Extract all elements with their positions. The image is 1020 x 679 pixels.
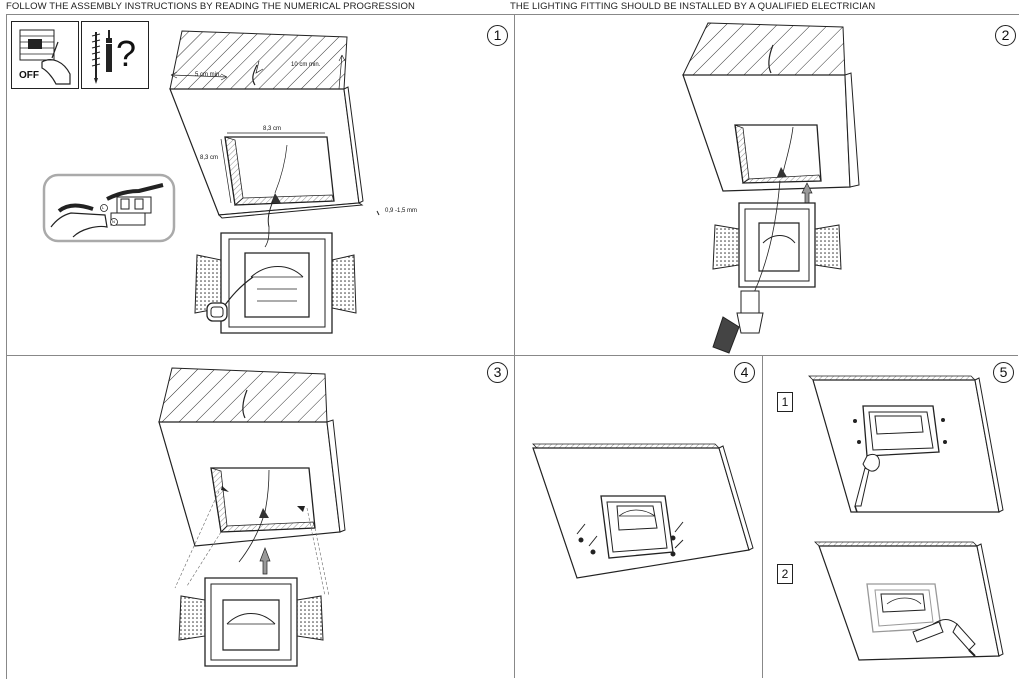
panel-step-4: 4 bbox=[515, 356, 762, 678]
divider-vertical-bottom bbox=[762, 355, 763, 678]
tools-question-icon: ? bbox=[81, 21, 149, 89]
step-5-illustration bbox=[808, 375, 1004, 661]
connector-label-n: N bbox=[112, 219, 115, 224]
page-header: FOLLOW THE ASSEMBLY INSTRUCTIONS BY READ… bbox=[0, 0, 1020, 14]
step-number-3: 3 bbox=[487, 362, 508, 383]
substep-2-box: 2 bbox=[777, 564, 793, 584]
power-off-icon: OFF bbox=[11, 21, 79, 89]
top-clearance-label: 10 cm min. bbox=[291, 62, 321, 68]
wire-section-label: 0,9 -1,5 mm bbox=[385, 208, 418, 214]
cutout-height-label: 8,3 cm bbox=[200, 155, 219, 161]
step-4-illustration bbox=[532, 443, 754, 579]
divider-vertical-main bbox=[514, 14, 515, 678]
step-1-illustration bbox=[42, 30, 380, 334]
side-clearance-label: 5 cm min. bbox=[195, 72, 222, 78]
connector-label-l: L bbox=[102, 205, 105, 210]
step-2-illustration bbox=[682, 22, 860, 354]
substep-1-box: 1 bbox=[777, 392, 793, 412]
electrician-warning-text: THE LIGHTING FITTING SHOULD BE INSTALLED… bbox=[510, 1, 876, 12]
step-number-5: 5 bbox=[993, 362, 1014, 383]
off-label: OFF bbox=[19, 70, 39, 81]
question-mark-text: ? bbox=[116, 33, 137, 74]
panel-step-1: 1 OFF ? bbox=[7, 15, 514, 355]
panel-step-3: 3 bbox=[7, 356, 514, 678]
instruction-grid bbox=[6, 14, 1019, 679]
step-3-illustration bbox=[158, 367, 346, 667]
assembly-instructions-text: FOLLOW THE ASSEMBLY INSTRUCTIONS BY READ… bbox=[6, 1, 415, 12]
cutout-width-label: 8,3 cm bbox=[263, 126, 282, 132]
divider-horizontal bbox=[6, 355, 1018, 356]
step-number-4: 4 bbox=[734, 362, 755, 383]
step-number-1: 1 bbox=[487, 25, 508, 46]
panel-step-5: 5 1 2 bbox=[763, 356, 1018, 678]
panel-step-2: 2 bbox=[515, 15, 1018, 355]
step-number-2: 2 bbox=[995, 25, 1016, 46]
